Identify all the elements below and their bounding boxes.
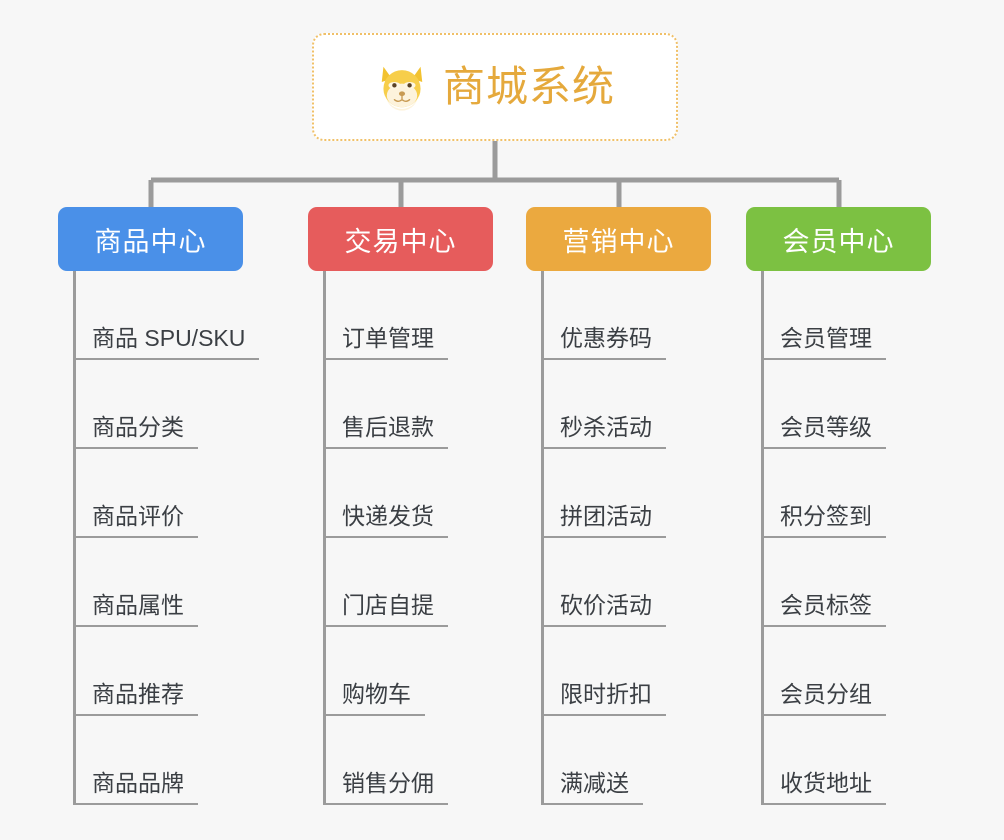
leaf-item[interactable]: 售后退款	[326, 360, 493, 449]
leaf-label: 会员标签	[764, 592, 886, 627]
shiba-dog-face-icon	[381, 66, 423, 111]
leaf-label: 订单管理	[326, 325, 448, 360]
leaf-label: 收货地址	[764, 770, 886, 805]
leaf-label: 拼团活动	[544, 503, 666, 538]
root-title: 商城系统	[442, 63, 615, 110]
branch-header-1[interactable]: 交易中心	[308, 207, 493, 271]
root-node[interactable]: 商城系统	[312, 33, 678, 141]
branch-header-3[interactable]: 会员中心	[746, 207, 931, 271]
leaf-label: 门店自提	[326, 592, 448, 627]
leaf-item[interactable]: 商品 SPU/SKU	[76, 271, 260, 360]
leaf-item[interactable]: 限时折扣	[544, 627, 711, 716]
leaf-item[interactable]: 购物车	[326, 627, 493, 716]
leaf-label: 商品属性	[76, 592, 198, 627]
leaf-item[interactable]: 积分签到	[764, 449, 931, 538]
branch-leaf-list-1: 订单管理 售后退款 快递发货 门店自提 购物车 销售分佣	[323, 271, 493, 805]
leaf-label: 商品 SPU/SKU	[76, 325, 260, 360]
leaf-item[interactable]: 商品品牌	[76, 716, 259, 805]
leaf-item[interactable]: 会员分组	[764, 627, 931, 716]
leaf-item[interactable]: 秒杀活动	[544, 360, 711, 449]
branch-column-0: 商品中心 商品 SPU/SKU 商品分类 商品评价 商品属性 商品推荐 商品品牌	[58, 207, 260, 805]
leaf-label: 购物车	[326, 681, 425, 716]
branch-column-2: 营销中心 优惠券码 秒杀活动 拼团活动 砍价活动 限时折扣 满减送	[526, 207, 711, 805]
leaf-label: 商品品牌	[76, 770, 198, 805]
leaf-label: 快递发货	[326, 503, 448, 538]
leaf-item[interactable]: 商品属性	[76, 538, 259, 627]
leaf-label: 商品评价	[76, 503, 198, 538]
leaf-label: 优惠券码	[544, 325, 666, 360]
leaf-item[interactable]: 商品评价	[76, 449, 259, 538]
leaf-label: 限时折扣	[544, 681, 666, 716]
leaf-item[interactable]: 优惠券码	[544, 271, 711, 360]
leaf-item[interactable]: 门店自提	[326, 538, 493, 627]
leaf-item[interactable]: 拼团活动	[544, 449, 711, 538]
leaf-item[interactable]: 商品分类	[76, 360, 259, 449]
leaf-label: 会员分组	[764, 681, 886, 716]
leaf-label: 会员管理	[764, 325, 886, 360]
branch-leaf-list-2: 优惠券码 秒杀活动 拼团活动 砍价活动 限时折扣 满减送	[541, 271, 711, 805]
leaf-item[interactable]: 会员管理	[764, 271, 931, 360]
branch-header-0[interactable]: 商品中心	[58, 207, 243, 271]
leaf-label: 积分签到	[764, 503, 886, 538]
leaf-label: 商品推荐	[76, 681, 198, 716]
leaf-label: 秒杀活动	[544, 414, 666, 449]
leaf-item[interactable]: 销售分佣	[326, 716, 493, 805]
branch-leaf-list-3: 会员管理 会员等级 积分签到 会员标签 会员分组 收货地址	[761, 271, 931, 805]
leaf-item[interactable]: 订单管理	[326, 271, 493, 360]
leaf-label: 满减送	[544, 770, 643, 805]
branch-leaf-list-0: 商品 SPU/SKU 商品分类 商品评价 商品属性 商品推荐 商品品牌	[73, 271, 260, 805]
leaf-label: 销售分佣	[326, 770, 448, 805]
leaf-item[interactable]: 商品推荐	[76, 627, 259, 716]
leaf-label: 砍价活动	[544, 592, 666, 627]
leaf-item[interactable]: 砍价活动	[544, 538, 711, 627]
leaf-label: 会员等级	[764, 414, 886, 449]
leaf-item[interactable]: 满减送	[544, 716, 711, 805]
leaf-label: 商品分类	[76, 414, 198, 449]
branch-header-2[interactable]: 营销中心	[526, 207, 711, 271]
leaf-item[interactable]: 会员等级	[764, 360, 931, 449]
leaf-item[interactable]: 收货地址	[764, 716, 931, 805]
branch-column-1: 交易中心 订单管理 售后退款 快递发货 门店自提 购物车 销售分佣	[308, 207, 493, 805]
leaf-label: 售后退款	[326, 414, 448, 449]
branch-column-3: 会员中心 会员管理 会员等级 积分签到 会员标签 会员分组 收货地址	[746, 207, 931, 805]
leaf-item[interactable]: 快递发货	[326, 449, 493, 538]
leaf-item[interactable]: 会员标签	[764, 538, 931, 627]
